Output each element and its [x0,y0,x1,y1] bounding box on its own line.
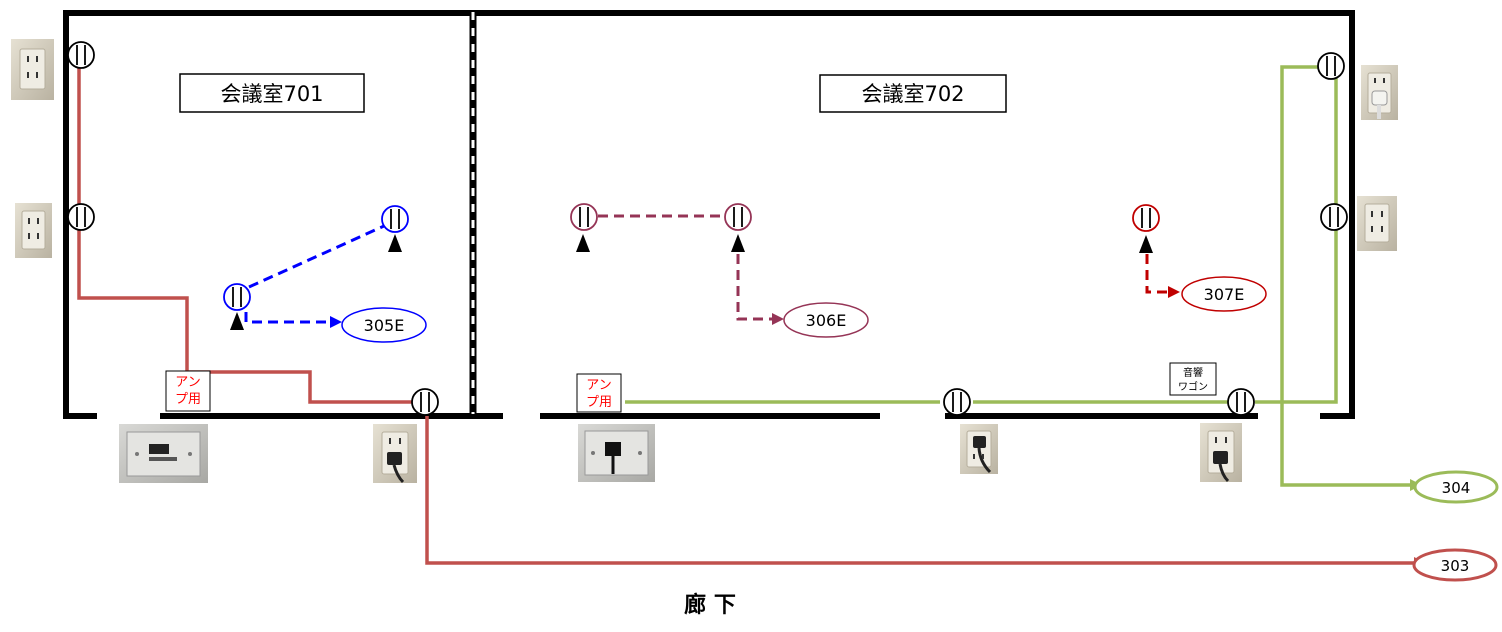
port-304: 304 [1413,470,1499,504]
amp-label-left: アン プ用 [165,370,211,412]
port-307E: 307E [1181,276,1267,312]
outlet-symbol-icon [1320,203,1348,231]
microphone-arrow-icon [230,312,244,330]
room-702-label-box: 会議室702 [819,74,1007,113]
microphone-markers [230,234,1153,330]
darkred-arrowhead [1168,286,1180,298]
blue-arrowhead [330,316,342,328]
outlet-symbol-icon [570,203,598,231]
audio-wagon-label: 音響 ワゴン [1169,362,1217,396]
outlet-symbol-icon [67,41,95,69]
port-305E: 305E [341,307,427,343]
plugged-outlet-photo [1200,423,1242,483]
purple-dashed-cable [598,214,772,321]
room-701-label-box: 会議室701 [179,73,365,113]
darkred-dashed-cable [1145,254,1170,294]
amp-label-right: アン プ用 [576,373,622,413]
microphone-arrow-icon [576,234,590,252]
outlet-symbol-icon [67,203,95,231]
outlet-symbol-icon [1317,52,1345,80]
wall-outlet-icon [15,203,52,258]
audio-wagon-line1: 音響 [1183,366,1203,379]
red-cable [77,66,1414,565]
walls [63,10,1355,419]
audio-wagon-line2: ワゴン [1178,380,1208,393]
port-306E-label: 306E [806,311,847,330]
room-702-label: 会議室702 [861,82,964,106]
microphone-arrow-icon [1139,235,1153,253]
port-304-label: 304 [1442,479,1471,497]
amp-panel-photo [578,424,655,482]
outlet-symbol-icon [1132,204,1160,232]
blue-dashed-cable [244,224,385,324]
outlet-symbol-icon [943,388,971,416]
port-303-label: 303 [1441,557,1470,575]
microphone-arrow-icon [731,234,745,252]
port-303: 303 [1412,548,1498,582]
amp-label-left-line2: プ用 [175,392,201,407]
outlet-symbol-icon [381,205,409,233]
microphone-arrow-icon [388,234,402,252]
room-701-label: 会議室701 [220,82,323,106]
wall-outlet-icon [1361,65,1398,120]
wall-outlet-icon [1357,196,1397,251]
outlet-symbol-icon [411,388,439,416]
plugged-outlet-photo [373,424,417,484]
wall-outlet-icon [11,39,54,100]
port-306E: 306E [783,302,869,338]
amp-label-right-line2: プ用 [586,395,612,410]
port-307E-label: 307E [1204,285,1245,304]
purple-arrowhead [772,313,784,325]
outlet-symbols [67,41,1348,416]
plugged-outlet-photo [960,424,998,474]
outlet-symbol-icon [1227,388,1255,416]
amp-label-right-line1: アン [586,378,611,393]
amp-panel-photo [119,424,208,483]
outlet-symbol-icon [724,203,752,231]
port-305E-label: 305E [364,316,405,335]
corridor-label: 廊 下 [684,592,736,618]
green-cable [625,65,1410,487]
outlet-symbol-icon [223,283,251,311]
amp-label-left-line1: アン [175,375,200,390]
